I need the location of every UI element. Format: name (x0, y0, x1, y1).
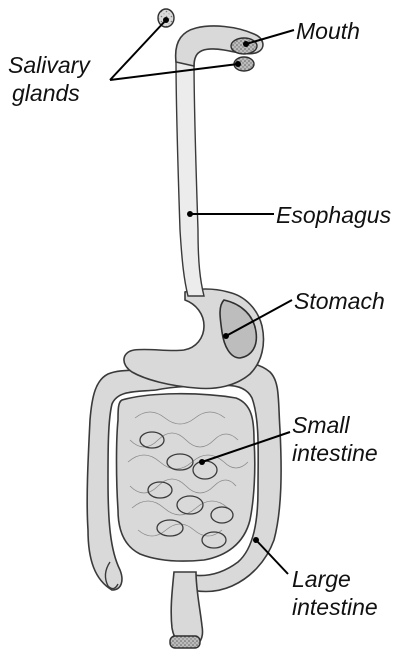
small-intestine-shape (117, 394, 255, 561)
label-large-intestine-line2: intestine (292, 594, 378, 621)
label-large-intestine-line1: Large (292, 566, 351, 593)
leader-salivary-lower (110, 64, 238, 80)
label-small-intestine-line1: Small (292, 412, 350, 439)
label-salivary-line1: Salivary (8, 52, 90, 79)
mouth-shape (176, 26, 263, 71)
label-salivary-line2: glands (12, 80, 80, 107)
label-esophagus: Esophagus (276, 202, 391, 229)
label-stomach: Stomach (294, 288, 385, 315)
label-small-intestine-line2: intestine (292, 440, 378, 467)
leader-salivary-upper (110, 20, 166, 80)
label-mouth: Mouth (296, 18, 360, 45)
leader-salivary-upper-dot (163, 17, 169, 23)
leader-salivary-lower-dot (235, 61, 241, 67)
stomach-shape (124, 289, 264, 388)
leader-esophagus-dot (187, 211, 193, 217)
leader-mouth-dot (243, 41, 249, 47)
leader-large-intestine-dot (253, 537, 259, 543)
leader-small-intestine-dot (199, 459, 205, 465)
leader-stomach-dot (223, 333, 229, 339)
esophagus-shape (176, 60, 204, 296)
